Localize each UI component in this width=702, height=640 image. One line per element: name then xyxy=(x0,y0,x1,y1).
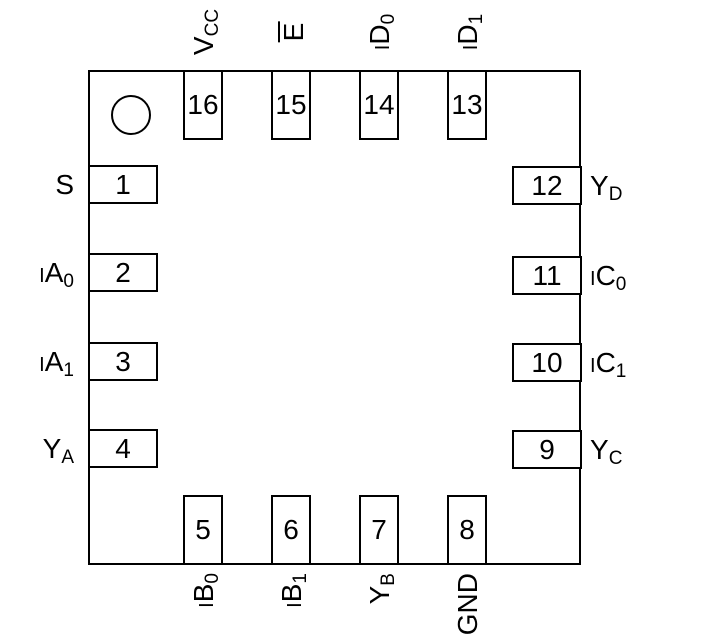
pin-15-number: 15 xyxy=(275,89,307,120)
pin-12-number: 12 xyxy=(531,169,563,201)
pin-4-box: 4 xyxy=(88,429,158,468)
pin-8-number: 8 xyxy=(459,514,475,545)
pin-6-label: IB1 xyxy=(276,573,311,608)
pin-4-label: YA xyxy=(42,433,74,468)
pin-10-label: IC1 xyxy=(590,347,627,382)
pin-13-number: 13 xyxy=(451,89,483,120)
pin-16-box: 16 xyxy=(183,70,223,140)
pin1-indicator-icon xyxy=(111,95,151,135)
pin-8-box: 8 xyxy=(447,495,487,565)
pin-2-number: 2 xyxy=(115,256,131,288)
pin-9-label: YC xyxy=(590,434,623,469)
pin-10-box: 10 xyxy=(512,343,582,382)
pin-15-box: 15 xyxy=(271,70,311,140)
pin-3-box: 3 xyxy=(88,342,158,381)
pin-4-number: 4 xyxy=(115,432,131,464)
pin-2-box: 2 xyxy=(88,253,158,292)
pin-14-label: ID0 xyxy=(364,13,399,51)
pin-11-number: 11 xyxy=(532,259,562,291)
pin-10-number: 10 xyxy=(531,346,563,378)
pin-12-box: 12 xyxy=(512,166,582,205)
package-outline xyxy=(88,70,581,565)
pin-16-label: VCC xyxy=(188,8,223,56)
pin-13-label: ID1 xyxy=(452,13,487,51)
pin-7-box: 7 xyxy=(359,495,399,565)
pin-13-box: 13 xyxy=(447,70,487,140)
pin-5-number: 5 xyxy=(195,514,211,545)
pin-1-box: 1 xyxy=(88,165,158,204)
pin-1-label: S xyxy=(55,169,74,200)
pin-15-label: E xyxy=(278,21,309,43)
pin-9-box: 9 xyxy=(512,430,582,469)
pin-16-number: 16 xyxy=(187,89,219,120)
pin-12-label: YD xyxy=(590,170,623,205)
pin-5-label: IB0 xyxy=(188,573,223,608)
pin-9-number: 9 xyxy=(539,433,555,465)
pin-6-box: 6 xyxy=(271,495,311,565)
pin-14-box: 14 xyxy=(359,70,399,140)
pin-14-number: 14 xyxy=(363,89,395,120)
pin-6-number: 6 xyxy=(283,514,299,545)
pin-7-number: 7 xyxy=(371,514,387,545)
pin-11-box: 11 xyxy=(512,256,582,295)
pin-3-label: IA1 xyxy=(39,346,74,381)
pin-11-label: IC0 xyxy=(590,260,627,295)
pin-1-number: 1 xyxy=(115,168,131,200)
pin-5-box: 5 xyxy=(183,495,223,565)
pin-2-label: IA0 xyxy=(39,257,74,292)
pin-8-label: GND xyxy=(452,573,483,636)
pin-7-label: YB xyxy=(364,573,399,605)
pin-3-number: 3 xyxy=(115,345,131,377)
